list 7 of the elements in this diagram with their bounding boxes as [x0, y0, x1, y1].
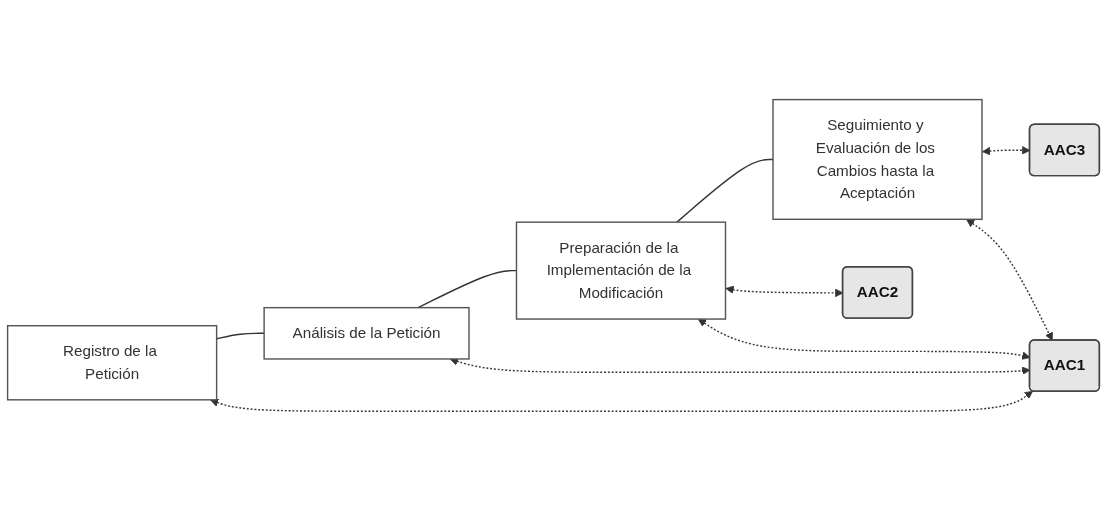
node-box: Registro de la Petición — [6, 324, 218, 401]
arrow — [966, 218, 1053, 341]
arrow — [210, 390, 1033, 412]
node-box: Seguimiento y Evaluación de los Cambios hasta la Aceptación — [772, 98, 983, 220]
connector — [676, 158, 774, 223]
node-box: Preparación de la Implementación de la Modificación — [515, 221, 727, 320]
node-box: Análisis de la Petición — [263, 306, 470, 360]
